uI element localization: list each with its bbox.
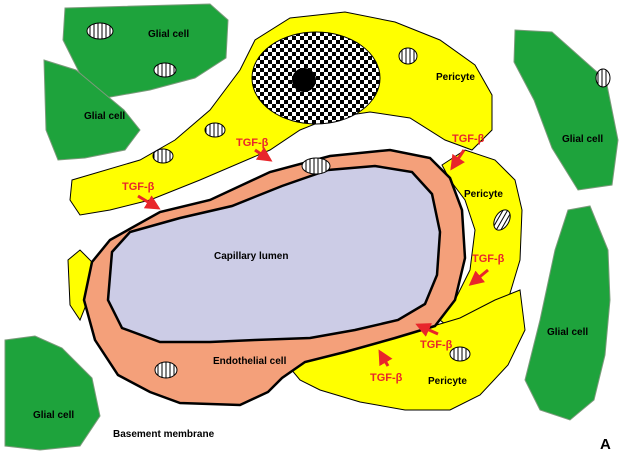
nucleus-endothelial-top [301, 157, 331, 175]
tgf-label-1: TGF-β [236, 137, 269, 149]
small-nuclei [86, 22, 611, 379]
pericyte-nucleus [251, 31, 381, 125]
panel-letter: A [600, 436, 611, 453]
tgf-label-6: TGF-β [370, 372, 403, 384]
glial-cell-left [43, 59, 141, 161]
tgf-label-4: TGF-β [472, 253, 505, 265]
tgf-arrow-4 [468, 268, 489, 286]
tgf-arrow-1 [254, 147, 273, 162]
tgf-label-2: TGF-β [122, 181, 155, 193]
label-pericyte-bottom: Pericyte [428, 376, 467, 387]
tgf-arrow-5 [415, 323, 439, 337]
tgf-label-3: TGF-β [452, 133, 485, 145]
label-glial-top-right: Glial cell [562, 134, 603, 145]
tgf-arrow-6 [378, 349, 393, 367]
nucleus-pericyte-bottom [449, 346, 471, 362]
glial-cells [4, 3, 619, 451]
label-glial-left: Glial cell [84, 111, 125, 122]
nucleus-pericyte-left2 [152, 148, 174, 164]
nucleus-endothelial-bottom [154, 361, 178, 379]
nucleus-glial-right [595, 68, 611, 88]
nucleus-pericyte-top [398, 47, 418, 65]
capillary-lumen [106, 164, 442, 344]
nucleus-pericyte-right [493, 209, 511, 231]
tgf-label-5: TGF-β [420, 339, 453, 351]
tgf-arrows [137, 147, 489, 367]
label-basement-membrane: Basement membrane [113, 429, 215, 440]
glial-cell-bottom-left [4, 335, 101, 451]
label-pericyte-top: Pericyte [436, 72, 475, 83]
nucleus-glial-mid [153, 62, 177, 78]
glial-cell-top-right [513, 29, 619, 191]
label-pericyte-right: Pericyte [464, 189, 503, 200]
label-glial-right: Glial cell [547, 327, 588, 338]
tgf-arrow-2 [137, 194, 161, 210]
nucleus-pericyte-left [204, 122, 226, 138]
tgf-arrow-3 [450, 149, 466, 171]
glial-cell-right [524, 205, 611, 421]
label-endothelial-cell: Endothelial cell [213, 356, 287, 367]
nucleus-glial-top [86, 22, 114, 40]
label-capillary-lumen: Capillary lumen [214, 251, 288, 262]
label-glial-top-left: Glial cell [148, 29, 189, 40]
label-glial-bottom-left: Glial cell [33, 410, 74, 421]
